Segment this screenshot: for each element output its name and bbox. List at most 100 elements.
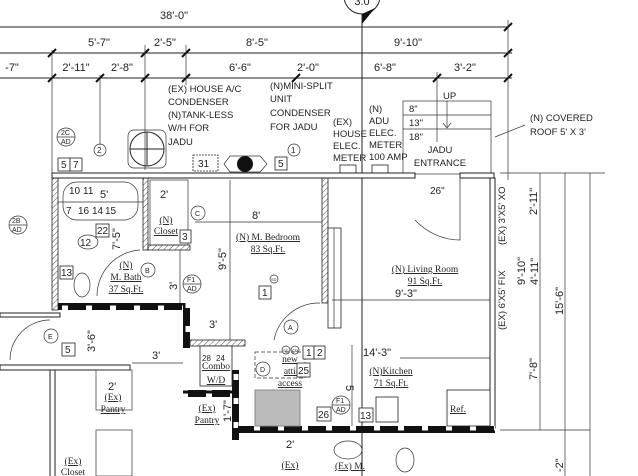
note-line: METER	[333, 153, 366, 164]
attic-label: attic	[284, 367, 300, 377]
room-kitchen-area: 71 Sq.Ft.	[374, 379, 409, 389]
dim-bath-height: 7'-5"	[111, 228, 123, 250]
room-bedroom-area: 83 Sq.Ft.	[251, 245, 286, 255]
closet-shelving	[149, 179, 189, 246]
keynote-tag: 7	[73, 160, 79, 171]
keynote-tag: 10	[69, 186, 81, 197]
refrigerator-label: Ref.	[450, 404, 466, 415]
keynote-tag: 7	[66, 206, 72, 217]
room-closet-name: (N)	[159, 215, 172, 226]
room-pantry2: (Ex)	[199, 403, 216, 414]
dim-right: 4'-11"	[529, 258, 541, 285]
room-pantry1: (Ex)	[105, 392, 122, 403]
keynote-tag: 13	[61, 268, 73, 279]
room-pantry2: Pantry	[195, 416, 220, 426]
dim-right: 2'-11"	[528, 188, 540, 215]
keynote-tag: 26	[318, 410, 330, 421]
entrance-label: JADU	[428, 145, 453, 156]
note-line: FOR JADU	[270, 122, 318, 133]
room-bath-name: M. Bath	[110, 273, 141, 283]
ac-condenser	[127, 129, 167, 169]
detail-tag: 2C	[61, 130, 70, 137]
bath-sink	[73, 272, 91, 298]
dim-row3: -7"	[5, 62, 19, 74]
keynote-tag: 1	[262, 288, 268, 299]
detail-tag: AD	[336, 407, 346, 414]
note-line: CONDENSER	[168, 97, 229, 108]
room-closet2: (Ex)	[65, 456, 82, 467]
dim-closet2-width: 2'	[286, 439, 294, 451]
dim-hall-height: 3'-6"	[86, 330, 98, 352]
dim-row3: 6'-6"	[229, 62, 251, 74]
entry-stairs: UP 8" 13" 18"	[402, 91, 492, 175]
hex-tag: D	[260, 367, 265, 374]
circle-tag: 1	[291, 146, 296, 155]
adu-meter	[371, 164, 389, 174]
dim-closet-width: 2'	[160, 189, 168, 201]
note-line: (N)MINI-SPLIT	[270, 81, 333, 92]
keynote-tag: 5	[61, 160, 67, 171]
minisplit-condenser	[223, 155, 268, 173]
house-meter	[339, 164, 357, 174]
dim-bath-door: 3'	[168, 282, 180, 290]
keynote-tag: 13	[360, 411, 372, 422]
detail-tag: F1	[187, 277, 195, 284]
note-line: METER	[369, 140, 402, 151]
combo-wd-label: W/D	[207, 376, 226, 386]
keynote-tag: 11	[83, 186, 94, 197]
dim-row2: 2'-5"	[154, 37, 176, 49]
dim-living-width: 9'-3"	[395, 288, 417, 300]
note-line: JADU	[168, 137, 193, 148]
roof-note: ROOF 5' X 3'	[530, 127, 586, 138]
combo-wd-label: Combo	[202, 362, 230, 372]
keynote-tag: 24	[216, 354, 225, 363]
ex-toilet	[395, 447, 415, 473]
room-kitchen-name: (N)Kitchen	[369, 366, 413, 377]
note-line: CONDENSER	[270, 108, 331, 119]
room-closet-name: Closet	[154, 227, 179, 237]
keynote-tag: 22	[97, 226, 109, 237]
dim-right: 9'-10"	[516, 257, 528, 285]
dim-right: -2"	[554, 458, 566, 472]
window-xo-label: (EX) 3'X5' XO	[497, 186, 508, 245]
toilet	[77, 234, 99, 250]
detail-tag: 2B	[12, 218, 21, 225]
dimension-strings	[0, 20, 513, 180]
door-swings	[9, 178, 461, 361]
hex-tag: A	[288, 325, 293, 332]
entry-door-width: 26"	[430, 186, 445, 197]
dim-bed-height: 9'-5"	[217, 248, 229, 270]
stair-riser: 18"	[409, 132, 423, 143]
dim-kitchen-height: 5	[343, 385, 355, 391]
note-line: HOUSE	[333, 129, 367, 140]
keynote-tag: 12	[80, 238, 92, 249]
note-line: 100 AMP	[369, 152, 408, 163]
room-living-area: 91 Sq.Ft.	[408, 277, 443, 287]
note-line: UNIT	[270, 94, 292, 105]
note-line: ADU	[369, 116, 389, 127]
detail-tag: AD	[187, 286, 197, 293]
kitchen-sink	[375, 396, 399, 423]
note-line: ELEC.	[333, 141, 360, 152]
attic-label: access	[278, 379, 303, 389]
note-line: (N)	[369, 104, 382, 115]
dim-row3: 2'-8"	[111, 62, 133, 74]
keynote-tag: 14	[92, 206, 104, 217]
interior-dimensions	[58, 172, 605, 476]
dim-bed-width: 8'	[252, 210, 260, 222]
leader-line	[494, 124, 526, 138]
entrance-label: ENTRANCE	[414, 158, 466, 169]
note-line: ELEC.	[369, 128, 396, 139]
room-closet3: (Ex)	[282, 460, 299, 471]
keynote-tag: 3	[182, 232, 188, 243]
stair-riser: 8"	[409, 104, 418, 115]
detail-tag: AD	[12, 227, 22, 234]
note-adu-meter: (N) ADU ELEC. METER 100 AMP	[369, 104, 408, 163]
room-bedroom-name: (N) M. Bedroom	[236, 232, 301, 243]
keynote-tag: 25	[298, 366, 310, 377]
attic-label: new	[282, 355, 298, 365]
keynote-tag: 16	[78, 206, 90, 217]
note-line: (EX) HOUSE A/C	[168, 84, 242, 95]
note-line: (EX)	[333, 117, 352, 128]
dim-row3: 6'-8"	[374, 62, 396, 74]
